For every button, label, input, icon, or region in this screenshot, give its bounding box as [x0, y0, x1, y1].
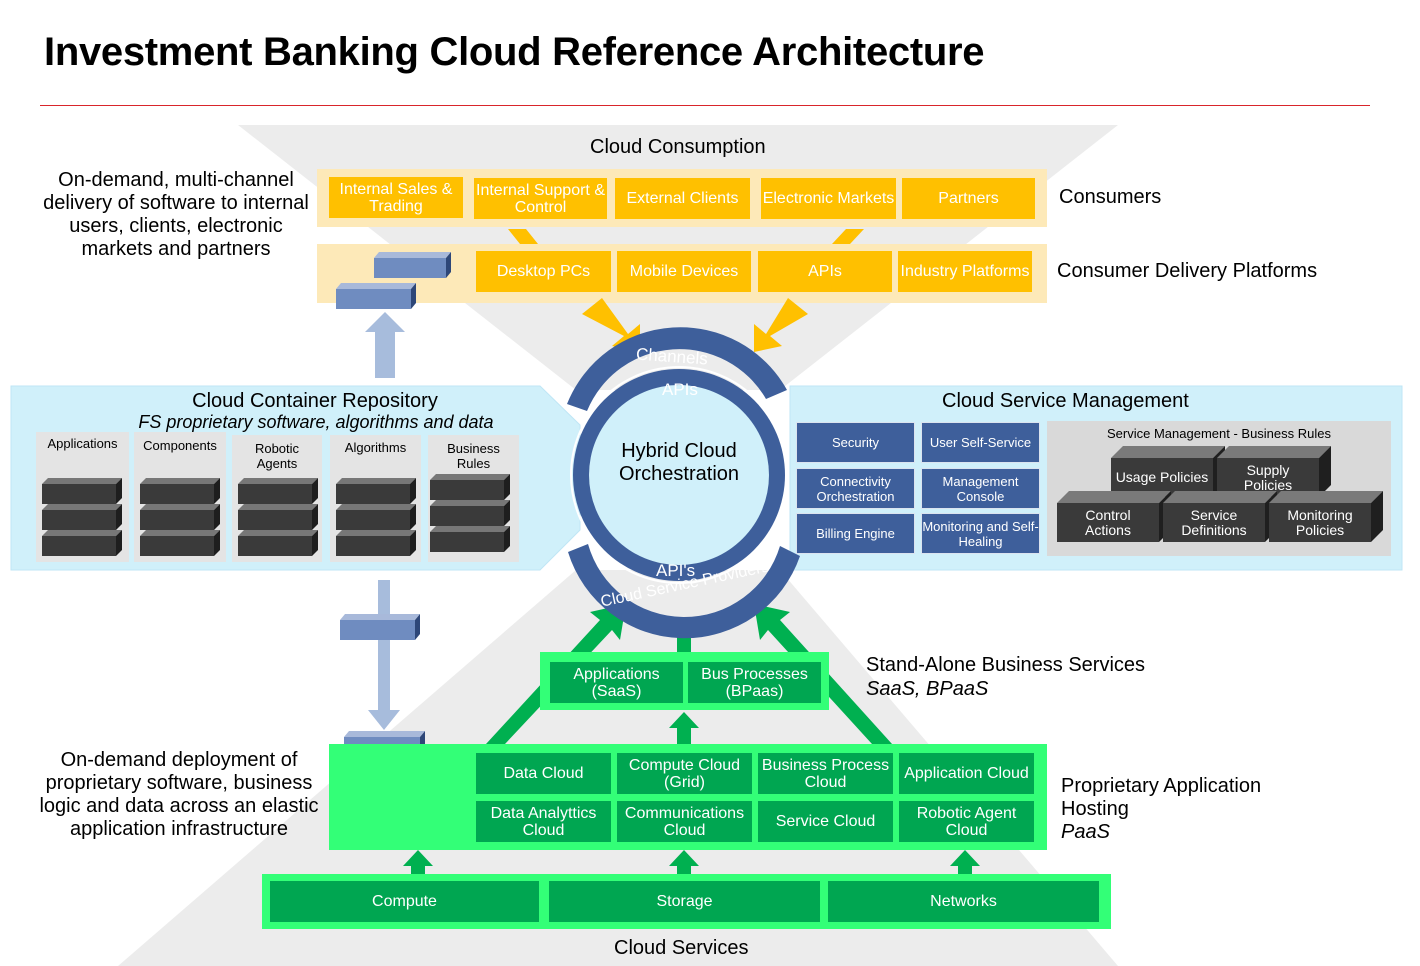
consumers-label: Consumers — [1059, 186, 1162, 208]
cloud-consumption-heading: Cloud Consumption — [590, 136, 766, 158]
rule-control-actions: Control Actions — [1085, 506, 1131, 538]
platform-apis: APIs — [758, 251, 892, 292]
service-compute: Compute — [270, 881, 539, 922]
consumer-electronic-markets: Electronic Markets — [761, 178, 896, 219]
tile-billing-engine: Billing Engine — [796, 513, 915, 554]
platform-industry-platforms: Industry Platforms — [898, 251, 1032, 292]
rule-usage-policies: Usage Policies — [1115, 469, 1209, 485]
box-applications-saas: Applications (SaaS) — [550, 662, 683, 703]
service-storage: Storage — [549, 881, 820, 922]
consumer-partners: Partners — [902, 178, 1035, 219]
consumption-note: On-demand, multi-channel delivery of sof… — [43, 169, 309, 260]
rule-monitoring-policies: Monitoring Policies — [1287, 506, 1353, 538]
rule-supply-policies: Supply Policies — [1243, 461, 1293, 493]
cloud-services-label: Cloud Services — [614, 937, 749, 959]
hybrid-cloud-orchestration-label: Hybrid Cloud Orchestration — [618, 440, 740, 485]
platform-desktop-pcs: Desktop PCs — [476, 251, 611, 292]
host-communications-cloud: Communications Cloud — [617, 801, 752, 842]
host-application-cloud: Application Cloud — [899, 753, 1034, 794]
hosting-sublabel: PaaS — [1061, 821, 1110, 843]
business-rules-heading: Service Management - Business Rules — [1107, 426, 1331, 441]
platform-mobile-devices: Mobile Devices — [617, 251, 751, 292]
host-service-cloud: Service Cloud — [758, 801, 893, 842]
host-robotic-agent-cloud: Robotic Agent Cloud — [899, 801, 1034, 842]
consumer-internal-sales-trading: Internal Sales & Trading — [329, 177, 463, 218]
bottom-apis-label: API's — [656, 561, 696, 580]
repository-subheading: FS proprietary software, algorithms and … — [138, 412, 494, 432]
repo-column-label: Business Rules — [447, 441, 500, 471]
tile-management-console: Management Console — [921, 468, 1040, 509]
hosting-label: Proprietary Application Hosting — [1061, 775, 1262, 820]
title-divider — [40, 105, 1370, 106]
rule-service-definitions: Service Definitions — [1181, 506, 1247, 538]
consumer-external-clients: External Clients — [615, 178, 750, 219]
repo-column-label: Algorithms — [344, 440, 407, 455]
host-data-cloud: Data Cloud — [476, 753, 611, 794]
consumer-internal-support-control: Internal Support & Control — [474, 178, 607, 219]
host-data-analytics-cloud: Data Analyttics Cloud — [476, 801, 611, 842]
repo-column-label: Components — [143, 438, 217, 453]
host-compute-cloud-grid: Compute Cloud (Grid) — [617, 753, 752, 794]
tile-connectivity-orchestration: Connectivity Orchestration — [796, 468, 915, 509]
top-apis-label: APIs — [662, 380, 698, 399]
tile-user-self-service: User Self-Service — [921, 422, 1040, 463]
service-management-heading: Cloud Service Management — [942, 390, 1189, 412]
repo-column-label: Applications — [47, 436, 118, 451]
platforms-label: Consumer Delivery Platforms — [1057, 260, 1318, 282]
service-networks: Networks — [828, 881, 1099, 922]
page-title: Investment Banking Cloud Reference Archi… — [44, 30, 985, 74]
tile-monitoring-self-healing: Monitoring and Self-Healing — [921, 513, 1040, 554]
repository-heading: Cloud Container Repository — [192, 390, 438, 412]
business-services-label: Stand-Alone Business Services — [866, 654, 1146, 676]
box-bus-processes-bpaas: Bus Processes (BPaas) — [688, 662, 821, 703]
host-business-process-cloud: Business Process Cloud — [758, 753, 893, 794]
business-services-sublabel: SaaS, BPaaS — [866, 678, 989, 700]
hosting-note: On-demand deployment of proprietary soft… — [39, 749, 319, 840]
repo-column-label: Robotic Agents — [254, 441, 300, 471]
tile-security: Security — [796, 422, 915, 463]
